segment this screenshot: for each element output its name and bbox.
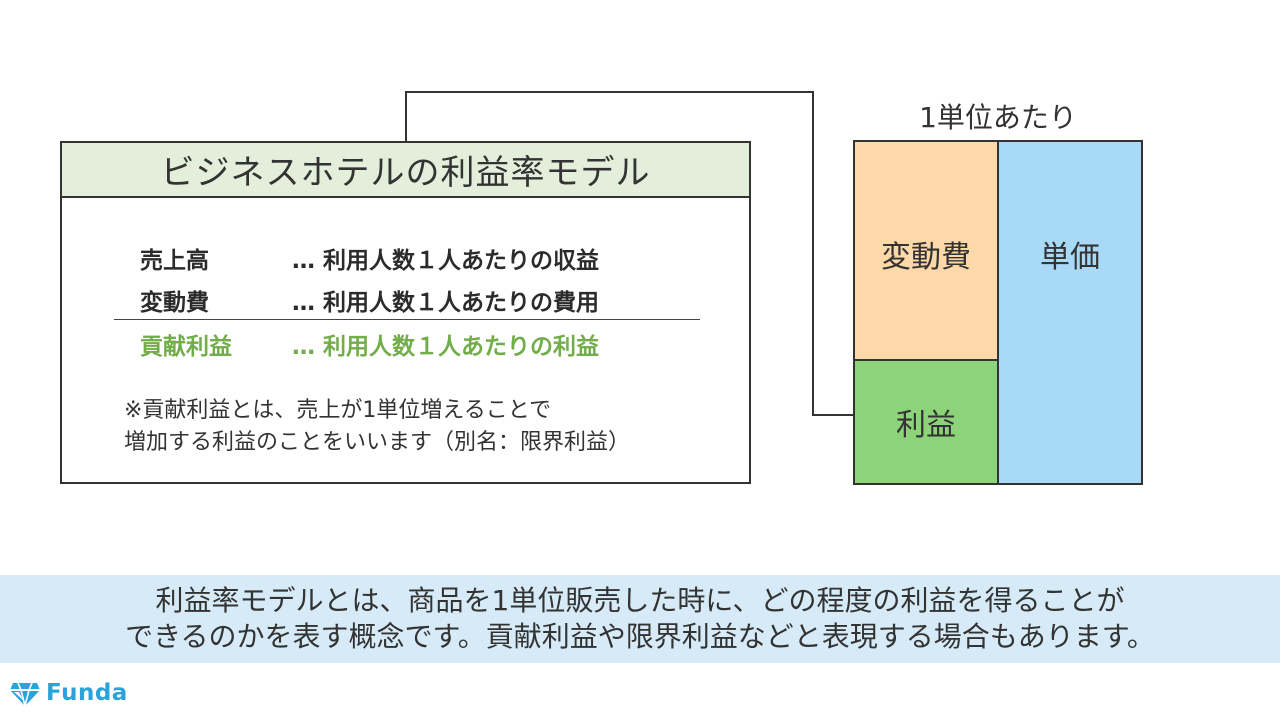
unit-price-block: 単価: [997, 140, 1143, 485]
definition-term: 売上高: [140, 248, 209, 274]
footnote-line-2: 増加する利益のことをいいます（別名：限界利益）: [124, 430, 631, 455]
unit-price-label: 単価: [1040, 240, 1100, 275]
funda-logo: Funda: [10, 680, 128, 706]
definition-term: 変動費: [140, 290, 209, 316]
definition-row-contribution-profit: 貢献利益 … 利用人数１人あたりの利益: [140, 327, 599, 361]
definition-row-revenue: 売上高 … 利用人数１人あたりの収益: [140, 241, 599, 275]
definition-description: … 利用人数１人あたりの収益: [292, 248, 600, 274]
footnote: ※貢献利益とは、売上が1単位増えることで 増加する利益のことをいいます（別名：限…: [124, 395, 630, 459]
explanation-banner: 利益率モデルとは、商品を1単位販売した時に、どの程度の利益を得ることが できるの…: [0, 575, 1280, 663]
model-title: ビジネスホテルの利益率モデル: [62, 143, 749, 198]
definition-description: … 利用人数１人あたりの費用: [292, 290, 600, 316]
banner-line-2: できるのかを表す概念です。貢献利益や限界利益などと表現する場合もあります。: [125, 620, 1155, 653]
definition-term: 貢献利益: [140, 334, 232, 360]
logo-text: Funda: [46, 680, 128, 706]
footnote-line-1: ※貢献利益とは、売上が1単位増えることで: [124, 398, 552, 423]
banner-line-1: 利益率モデルとは、商品を1単位販売した時に、どの程度の利益を得ることが: [155, 584, 1125, 617]
profit-model-box: ビジネスホテルの利益率モデル 売上高 … 利用人数１人あたりの収益 変動費 … …: [60, 141, 751, 484]
definition-row-variable-cost: 変動費 … 利用人数１人あたりの費用: [140, 283, 599, 317]
diamond-logo-icon: [10, 682, 40, 706]
definition-description: … 利用人数１人あたりの利益: [292, 334, 600, 360]
variable-cost-label: 変動費: [881, 240, 971, 275]
variable-cost-block: 変動費: [853, 140, 999, 361]
per-unit-caption: 1単位あたり: [919, 101, 1077, 134]
profit-block: 利益: [853, 359, 999, 485]
subtraction-rule: [114, 319, 700, 320]
profit-label: 利益: [896, 408, 956, 443]
